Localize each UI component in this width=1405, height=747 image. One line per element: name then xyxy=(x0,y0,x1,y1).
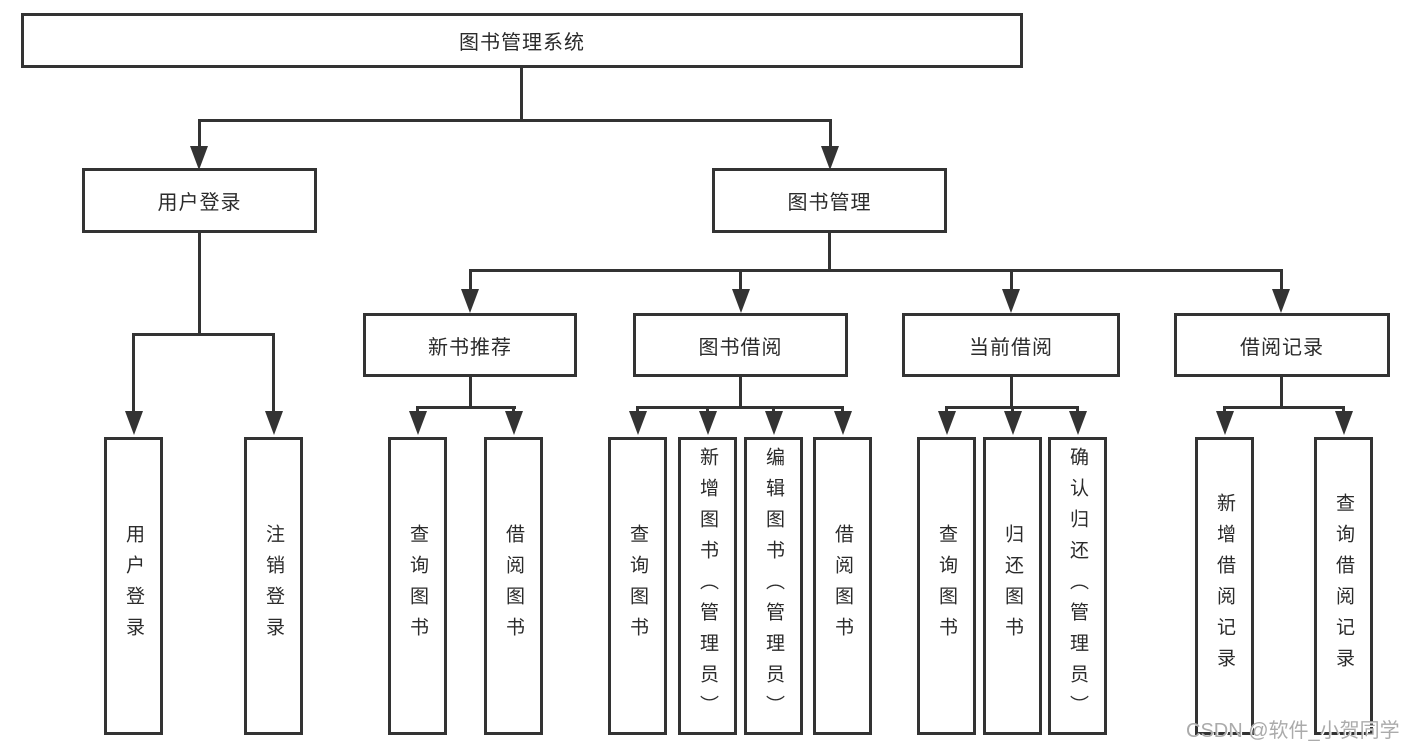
edge-drop-confirm-return xyxy=(1076,406,1079,415)
edge-book-mgmt-stem xyxy=(828,233,831,271)
edge-drop-add-borrow-record xyxy=(1223,406,1226,415)
leaf-add-books-admin: 新增图书（管理员） xyxy=(678,437,737,735)
arrow-down-edit-books-admin xyxy=(765,411,783,435)
node-book-borrow: 图书借阅 xyxy=(633,313,848,377)
leaf-query-books-3: 查询图书 xyxy=(917,437,976,735)
arrow-down-add-books-admin xyxy=(699,411,717,435)
edge-current-borrow-stem xyxy=(1010,377,1013,408)
leaf-query-borrow-record: 查询借阅记录 xyxy=(1314,437,1373,735)
leaf-confirm-return-admin: 确认归还（管理员） xyxy=(1048,437,1107,735)
edge-borrow-records-hbar xyxy=(1223,406,1344,409)
edge-borrow-records-stem xyxy=(1280,377,1283,408)
arrow-down-current-borrow xyxy=(1002,289,1020,313)
leaf-add-borrow-record: 新增借阅记录 xyxy=(1195,437,1254,735)
edge-drop-return-books xyxy=(1011,406,1014,415)
node-borrow-records: 借阅记录 xyxy=(1174,313,1390,377)
edge-drop-book-mgmt xyxy=(829,119,832,148)
arrow-down-add-borrow-record xyxy=(1216,411,1234,435)
leaf-return-books: 归还图书 xyxy=(983,437,1042,735)
arrow-down-borrow-records xyxy=(1272,289,1290,313)
edge-drop-query-books-3 xyxy=(945,406,948,415)
arrow-down-borrow-books-2 xyxy=(834,411,852,435)
edge-drop-edit-books-admin xyxy=(772,406,775,415)
leaf-borrow-books-1: 借阅图书 xyxy=(484,437,543,735)
arrow-down-confirm-return xyxy=(1069,411,1087,435)
edge-drop-borrow-books-2 xyxy=(841,406,844,415)
edge-drop-current-borrow xyxy=(1010,269,1013,291)
arrow-down-borrow-books-1 xyxy=(505,411,523,435)
edge-user-login-stem xyxy=(198,233,201,335)
edge-drop-query-books-2 xyxy=(636,406,639,415)
node-user-login: 用户登录 xyxy=(82,168,317,233)
leaf-logout: 注销登录 xyxy=(244,437,303,735)
edge-drop-book-borrow xyxy=(739,269,742,291)
arrow-down-new-book xyxy=(461,289,479,313)
arrow-down-query-borrow-record xyxy=(1335,411,1353,435)
edge-drop-leaf-logout xyxy=(272,333,275,413)
arrow-down-query-books-3 xyxy=(938,411,956,435)
edge-book-borrow-stem xyxy=(739,377,742,408)
arrow-down-return-books xyxy=(1004,411,1022,435)
edge-drop-query-books-1 xyxy=(416,406,419,415)
edge-drop-borrow-records xyxy=(1280,269,1283,291)
leaf-query-books-2: 查询图书 xyxy=(608,437,667,735)
arrow-down-query-books-1 xyxy=(409,411,427,435)
edge-drop-borrow-books-1 xyxy=(512,406,515,415)
edge-root-stem xyxy=(520,68,523,121)
edge-new-book-stem xyxy=(469,377,472,408)
arrow-down-book-mgmt xyxy=(821,146,839,170)
leaf-user-login: 用户登录 xyxy=(104,437,163,735)
edge-drop-new-book xyxy=(469,269,472,291)
edge-user-login-hbar xyxy=(132,333,275,336)
edge-drop-add-books-admin xyxy=(706,406,709,415)
node-new-book-recommend: 新书推荐 xyxy=(363,313,577,377)
arrow-down-book-borrow xyxy=(732,289,750,313)
edge-root-hbar xyxy=(198,119,832,122)
edge-book-mgmt-hbar xyxy=(469,269,1282,272)
edge-drop-user-login xyxy=(198,119,201,148)
leaf-borrow-books-2: 借阅图书 xyxy=(813,437,872,735)
edge-new-book-hbar xyxy=(416,406,516,409)
leaf-query-books-1: 查询图书 xyxy=(388,437,447,735)
leaf-edit-books-admin: 编辑图书（管理员） xyxy=(744,437,803,735)
arrow-down-leaf-user-login xyxy=(125,411,143,435)
node-current-borrow: 当前借阅 xyxy=(902,313,1120,377)
node-book-management: 图书管理 xyxy=(712,168,947,233)
arrow-down-leaf-logout xyxy=(265,411,283,435)
watermark: CSDN @软件_小贺同学 xyxy=(1186,720,1400,742)
arrow-down-query-books-2 xyxy=(629,411,647,435)
edge-book-borrow-hbar xyxy=(636,406,843,409)
edge-drop-query-borrow-record xyxy=(1342,406,1345,415)
node-library-management-system: 图书管理系统 xyxy=(21,13,1023,68)
arrow-down-user-login xyxy=(190,146,208,170)
edge-drop-leaf-user-login xyxy=(132,333,135,413)
